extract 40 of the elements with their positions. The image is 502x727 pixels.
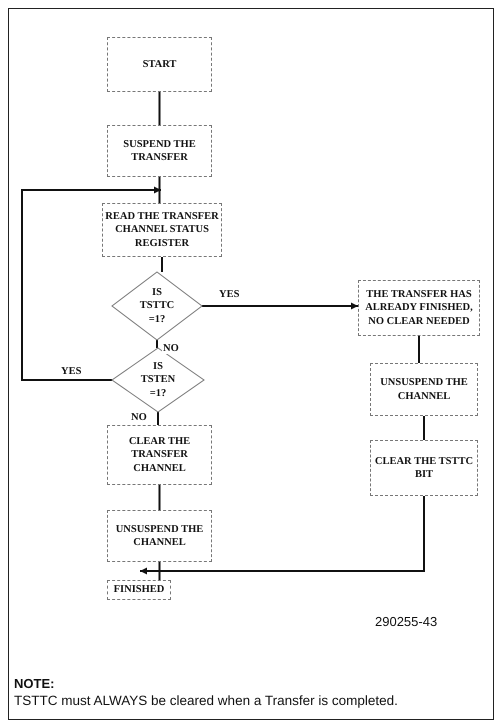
box-text: READ THE TRANSFER CHANNEL STATUS REGISTER — [105, 210, 219, 250]
box-text: UNSUSPEND THE CHANNEL — [379, 376, 469, 403]
box-text: THE TRANSFER HAS ALREADY FINISHED, NO CLEAR NEEDED — [364, 288, 474, 328]
note-heading: NOTE: — [14, 676, 54, 691]
edge-label: YES — [60, 366, 82, 377]
box-text: IS TSTTC =1? — [138, 286, 176, 326]
box-text: IS TSTEN =1? — [140, 360, 176, 400]
edge-label: YES — [218, 289, 240, 300]
process-box — [370, 363, 478, 416]
note-text: TSTTC must ALWAYS be cleared when a Transfer is completed. — [14, 692, 399, 710]
process-box — [102, 203, 222, 257]
edge-label: NO — [162, 343, 180, 354]
connector-line — [158, 177, 160, 203]
box-text: START — [142, 58, 176, 72]
connector-line — [423, 416, 425, 440]
arrow — [21, 186, 161, 381]
process-box — [107, 425, 212, 485]
connector-line — [157, 412, 159, 425]
process-box — [107, 580, 171, 600]
process-box — [370, 440, 478, 496]
process-box — [107, 510, 212, 562]
arrow — [202, 302, 358, 310]
edge-label: NO — [130, 412, 148, 423]
box-text: UNSUSPEND THE CHANNEL — [114, 522, 204, 550]
box-text: FINISHED — [114, 583, 164, 597]
process-box — [358, 280, 480, 336]
connector-line — [158, 92, 160, 125]
connector-line — [156, 340, 158, 348]
box-text: CLEAR THE TSTTC BIT — [374, 454, 474, 482]
figure-number: 290255-43 — [375, 614, 438, 629]
connector-line — [158, 562, 160, 580]
decision-diamond — [112, 272, 202, 340]
connector-line — [418, 336, 420, 363]
arrow — [140, 496, 425, 574]
process-box — [107, 125, 212, 177]
connector-line — [158, 485, 160, 510]
process-box — [107, 37, 212, 92]
box-text: CLEAR THE TRANSFER CHANNEL — [128, 435, 192, 475]
connector-line — [161, 257, 163, 272]
box-text: SUSPEND THE TRANSFER — [122, 138, 197, 164]
